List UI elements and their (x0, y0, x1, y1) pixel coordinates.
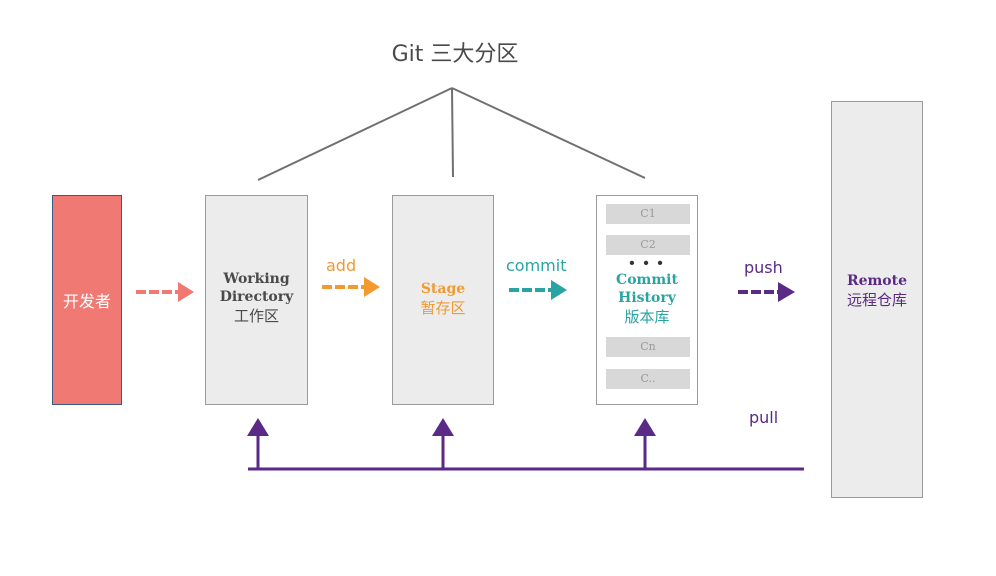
add-arrow (322, 277, 380, 297)
add-label: add (326, 256, 357, 275)
commit-history-label-en-1: Commit (616, 272, 678, 288)
remote-box: Remote 远程仓库 (831, 101, 923, 498)
developer-label: 开发者 (62, 292, 111, 311)
commit-chip: C.. (606, 369, 690, 389)
developer-box: 开发者 (52, 195, 122, 405)
pull-head-stage (432, 418, 454, 436)
pull-arrows (248, 432, 804, 471)
tree-line-working (257, 87, 453, 181)
stage-label-en: Stage (420, 281, 466, 297)
commit-history-label-cn: 版本库 (624, 308, 670, 326)
commit-chip: C1 (606, 204, 690, 224)
push-arrow (738, 282, 795, 302)
push-label: push (744, 258, 783, 277)
working-directory-label-en-2: Directory (219, 289, 294, 305)
diagram-title: Git 三大分区 (391, 42, 519, 67)
commit-chip: Cn (606, 337, 690, 357)
remote-label-en: Remote (846, 273, 908, 289)
tree-line-history (451, 87, 646, 179)
pull-head-history (634, 418, 656, 436)
stage-label-cn: 暂存区 (420, 299, 466, 317)
stage-box: Stage 暂存区 (392, 195, 494, 405)
remote-label: Remote 远程仓库 (832, 272, 922, 310)
remote-label-cn: 远程仓库 (846, 291, 907, 309)
stage-label: Stage 暂存区 (393, 280, 493, 318)
working-directory-label: Working Directory 工作区 (206, 270, 307, 326)
pull-label: pull (749, 408, 779, 427)
working-directory-label-en-1: Working (223, 271, 290, 287)
commit-history-label: Commit History 版本库 (597, 271, 697, 327)
commit-arrow (509, 280, 567, 300)
tree-line-stage (451, 87, 454, 178)
commit-label: commit (506, 256, 567, 275)
tree-connector (257, 87, 646, 181)
commit-ellipsis: • • • (629, 255, 665, 272)
pull-head-working (247, 418, 269, 436)
commit-history-label-en-2: History (618, 290, 676, 306)
commit-history-box: C1 C2 • • • Commit History 版本库 Cn C.. (596, 195, 698, 405)
developer-arrow (136, 282, 194, 302)
working-directory-label-cn: 工作区 (233, 307, 279, 325)
commit-chip: C2 (606, 235, 690, 255)
working-directory-box: Working Directory 工作区 (205, 195, 308, 405)
